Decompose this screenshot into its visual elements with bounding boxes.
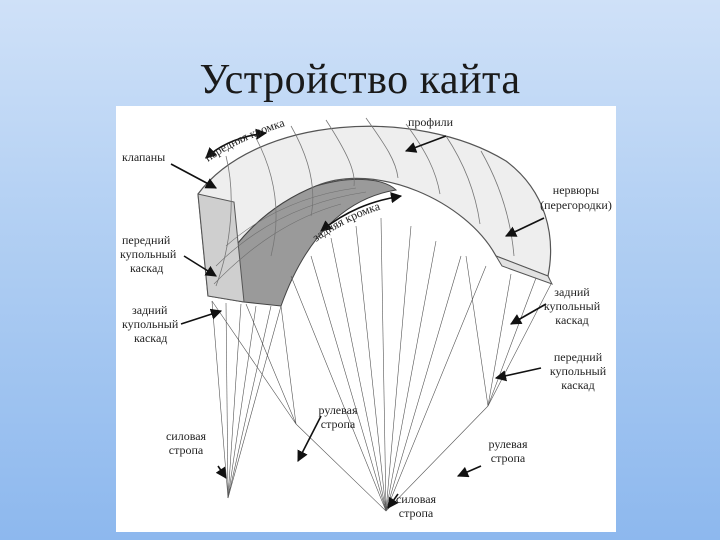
label-steering-line-center-1: рулевая (319, 403, 358, 417)
kite-diagram-svg: передняя кромка задняя кромка профили кл… (120, 115, 612, 520)
label-power-line-bottom-2: стропа (399, 506, 434, 520)
label-steering-line-right-2: стропа (491, 451, 526, 465)
label-valves: клапаны (122, 150, 165, 164)
label-rear-cascade-left-3: каскад (134, 331, 167, 345)
diagram-labels: профили клапаны нервюры (перегородки) пе… (120, 115, 612, 520)
label-front-cascade-right-3: каскад (561, 378, 594, 392)
kite-diagram: передняя кромка задняя кромка профили кл… (116, 106, 616, 532)
label-rear-cascade-right-1: задний (554, 285, 590, 299)
label-rear-cascade-left-1: задний (132, 303, 168, 317)
label-front-cascade-left-3: каскад (130, 261, 163, 275)
label-power-line-left-1: силовая (166, 429, 207, 443)
slide-title: Устройство кайта (199, 57, 521, 103)
label-power-line-bottom-1: силовая (396, 492, 437, 506)
label-ribs-line2: (перегородки) (540, 198, 612, 212)
label-profiles: профили (408, 115, 454, 129)
label-steering-line-center-2: стропа (321, 417, 356, 431)
annotation-arrows (170, 128, 547, 509)
label-power-line-left-2: стропа (169, 443, 204, 457)
label-front-cascade-left-2: купольный (120, 247, 177, 261)
kite-lines (211, 217, 552, 512)
label-front-cascade-right-1: передний (554, 350, 603, 364)
label-front-cascade-right-2: купольный (550, 364, 607, 378)
label-ribs-line1: нервюры (553, 183, 599, 197)
label-rear-cascade-right-2: купольный (544, 299, 601, 313)
label-rear-cascade-left-2: купольный (122, 317, 179, 331)
label-steering-line-right-1: рулевая (489, 437, 528, 451)
label-rear-cascade-right-3: каскад (555, 313, 588, 327)
label-front-cascade-left-1: передний (122, 233, 171, 247)
